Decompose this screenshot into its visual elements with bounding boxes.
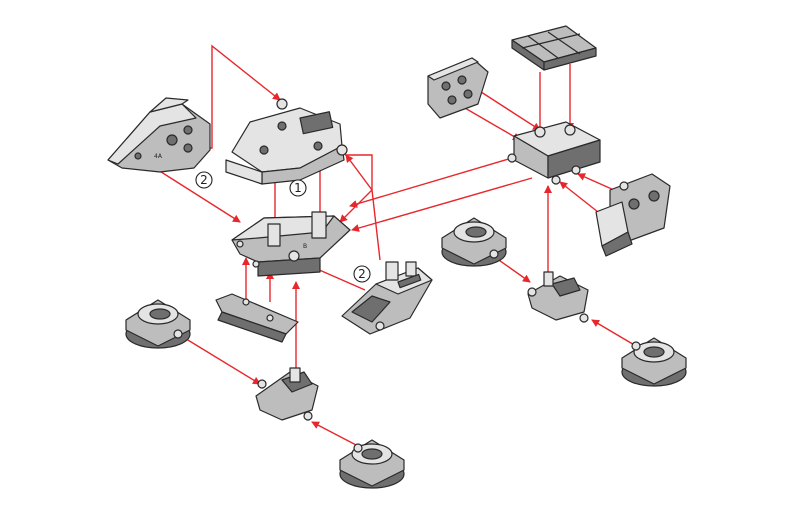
arrow-right-block-to-base-lower xyxy=(351,177,533,232)
arrow-bracket-to-block-2 xyxy=(477,89,541,131)
assembly-arrows xyxy=(146,44,637,447)
arrow-left-wheel-to-joint xyxy=(177,333,261,385)
side-strip-part xyxy=(215,293,299,343)
arrow-bottom-wheel-to-joint xyxy=(311,421,359,447)
arrow-cover-loop-to-base xyxy=(339,154,373,223)
right-leg-joint-part xyxy=(527,271,589,323)
step-1-number: 1 xyxy=(294,181,302,195)
arrow-cockpit-loop xyxy=(345,154,381,261)
step-2-marker-center: 2 xyxy=(353,265,371,283)
right-panel-part xyxy=(595,173,671,257)
arrow-right-block-to-base-upper xyxy=(349,157,513,208)
step-2-marker-left: 2 xyxy=(195,171,213,189)
step-labels: 1 2 2 xyxy=(195,171,371,283)
left-armor-part: 4A xyxy=(107,97,211,173)
top-tile-part xyxy=(511,25,597,71)
arrow-panel-to-block-1 xyxy=(577,173,615,191)
bottom-wheel-part xyxy=(339,439,405,489)
step-1-marker: 1 xyxy=(289,179,307,197)
right-bracket-part xyxy=(427,57,489,119)
left-armor-marking: 4A xyxy=(154,153,163,160)
top-cover-part xyxy=(225,98,348,185)
arrow-right-wheel-to-joint xyxy=(495,257,531,283)
arrow-left-armor-to-base xyxy=(146,162,241,223)
left-wheel-part xyxy=(125,299,191,349)
right-block-part xyxy=(507,121,601,185)
right-wheel-part xyxy=(441,217,507,267)
cockpit-part xyxy=(341,261,433,335)
arrow-bracket-to-block-1 xyxy=(457,103,521,141)
left-leg-joint-part xyxy=(255,367,319,421)
step-2-number-left: 2 xyxy=(200,173,208,187)
far-right-wheel-part xyxy=(621,337,687,387)
arrow-panel-to-block-2 xyxy=(559,181,599,213)
base-marking: B xyxy=(303,243,307,250)
base-body-part: B xyxy=(231,211,351,277)
step-2-number-center: 2 xyxy=(358,267,366,281)
arrow-far-wheel-to-joint xyxy=(591,319,637,347)
